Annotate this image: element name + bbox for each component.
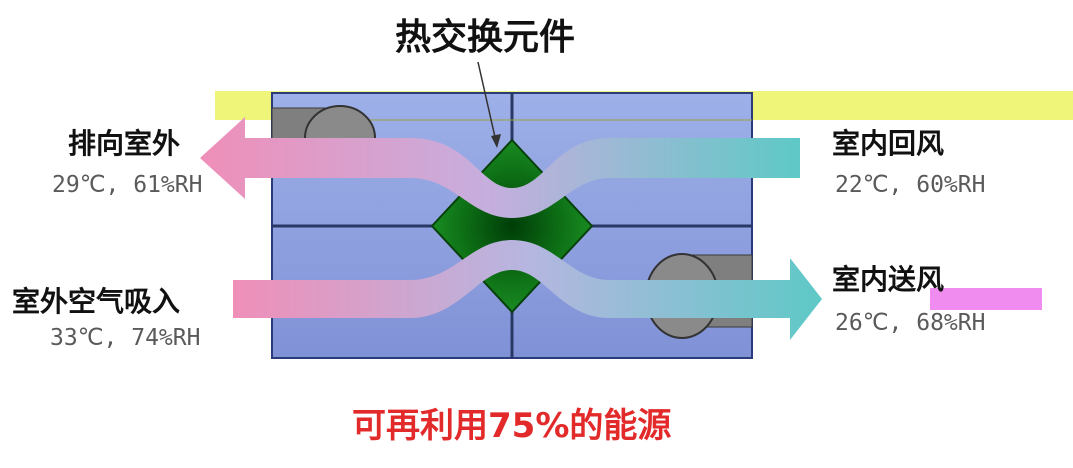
- exhaust-airflow-arrow: [200, 117, 800, 218]
- exhaust-reading: 29℃, 61%RH: [52, 172, 203, 198]
- exhaust-label: 排向室外: [68, 127, 181, 160]
- supply-label: 室内送风: [832, 263, 945, 296]
- return-air-reading: 22℃, 60%RH: [835, 172, 986, 198]
- return-air-label: 室内回风: [832, 127, 945, 160]
- supply-reading: 26℃, 68%RH: [835, 310, 986, 336]
- highlight-strip: [930, 288, 1042, 310]
- intake-label: 室外空气吸入: [12, 285, 181, 318]
- diagram-title: 热交换元件: [395, 17, 576, 58]
- supply-airflow-arrow: [233, 240, 822, 340]
- title-leader-line: [477, 61, 498, 147]
- energy-tagline: 可再利用75%的能源: [352, 406, 672, 446]
- leader-arrowhead: [491, 134, 501, 148]
- intake-reading: 33℃, 74%RH: [50, 325, 201, 351]
